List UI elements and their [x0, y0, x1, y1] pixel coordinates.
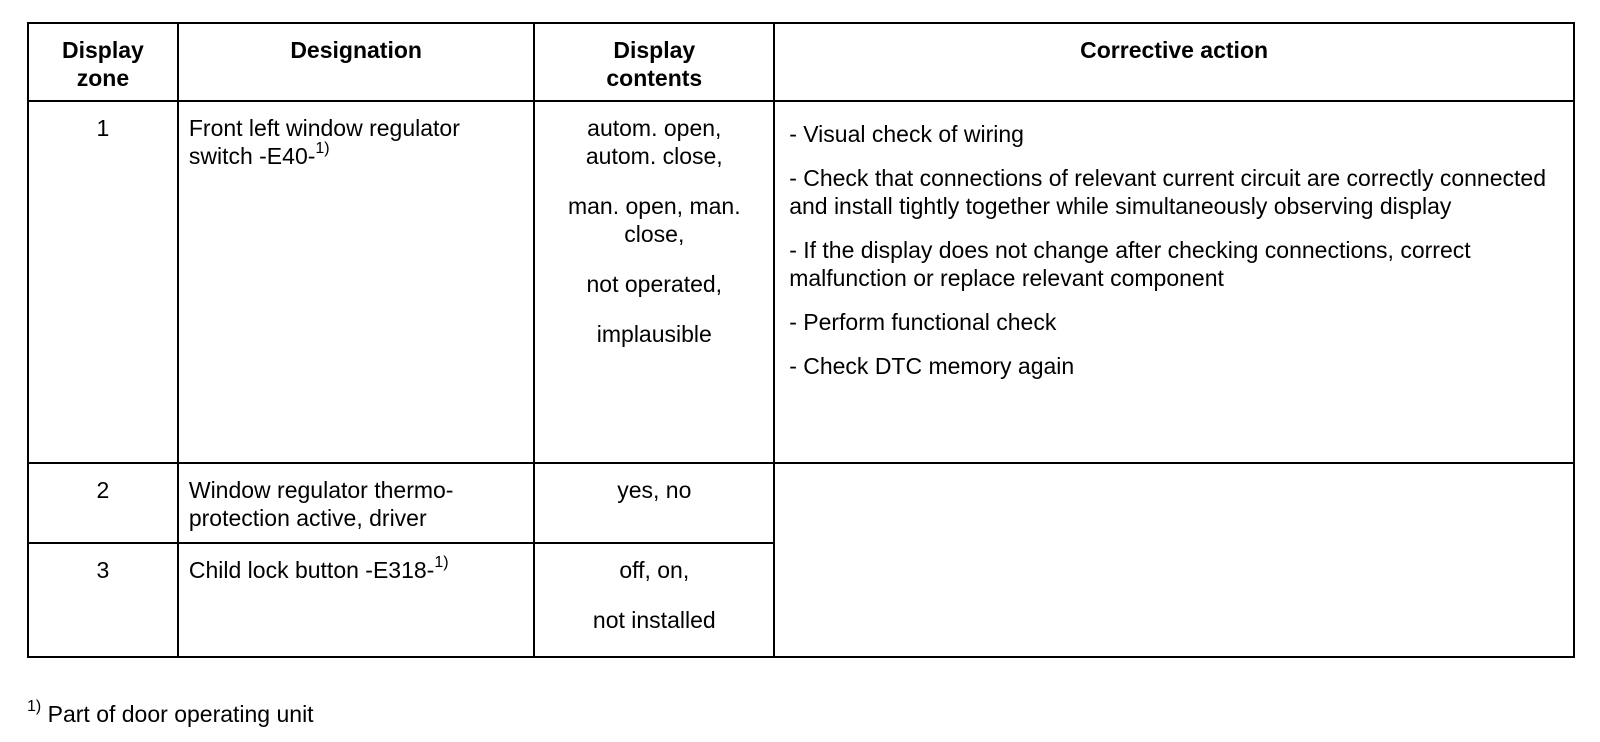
action-item: - Check that connections of relevant cur…: [789, 165, 1546, 219]
contents-cell: off, on, not installed: [533, 542, 776, 658]
zone-cell: 3: [27, 542, 179, 658]
contents-item: man. open, man.close,: [567, 193, 741, 247]
footnote-ref: 1): [434, 554, 449, 572]
action-item: - Check DTC memory again: [789, 353, 1075, 379]
footnote-marker: 1): [27, 698, 42, 716]
header-designation: Designation: [176, 22, 536, 102]
designation-cell: Child lock button -E318-1): [176, 542, 536, 658]
action-cell: - Visual check of wiring - Check that co…: [773, 100, 1575, 464]
zone-cell: 2: [27, 462, 179, 544]
contents-cell: autom. open,autom. close, man. open, man…: [533, 100, 776, 464]
footnote-ref: 1): [315, 140, 330, 158]
action-item: - Visual check of wiring: [789, 121, 1024, 147]
action-item: - Perform functional check: [789, 309, 1057, 335]
footnote: 1) Part of door operating unit: [27, 698, 314, 728]
zone-cell: 1: [27, 100, 179, 464]
contents-cell: yes, no: [533, 462, 776, 544]
table-row: 3 Child lock button -E318-1) off, on, no…: [27, 542, 1574, 658]
contents-item: off, on,: [619, 557, 690, 583]
table-row: 2 Window regulator thermo-protection act…: [27, 462, 1575, 658]
contents-item: not operated,: [586, 271, 723, 297]
designation-text: Child lock button -E318-: [188, 557, 435, 583]
designation-cell: Window regulator thermo-protection activ…: [176, 462, 536, 544]
contents-item: autom. open,autom. close,: [585, 115, 723, 169]
contents-item: yes, no: [617, 477, 692, 503]
footnote-text: Part of door operating unit: [47, 701, 314, 727]
action-item: - If the display does not change after c…: [789, 237, 1471, 291]
contents-item: implausible: [596, 321, 712, 347]
header-corrective-action: Corrective action: [773, 22, 1575, 102]
contents-item: not installed: [592, 607, 716, 633]
action-cell-empty: [773, 462, 1575, 658]
